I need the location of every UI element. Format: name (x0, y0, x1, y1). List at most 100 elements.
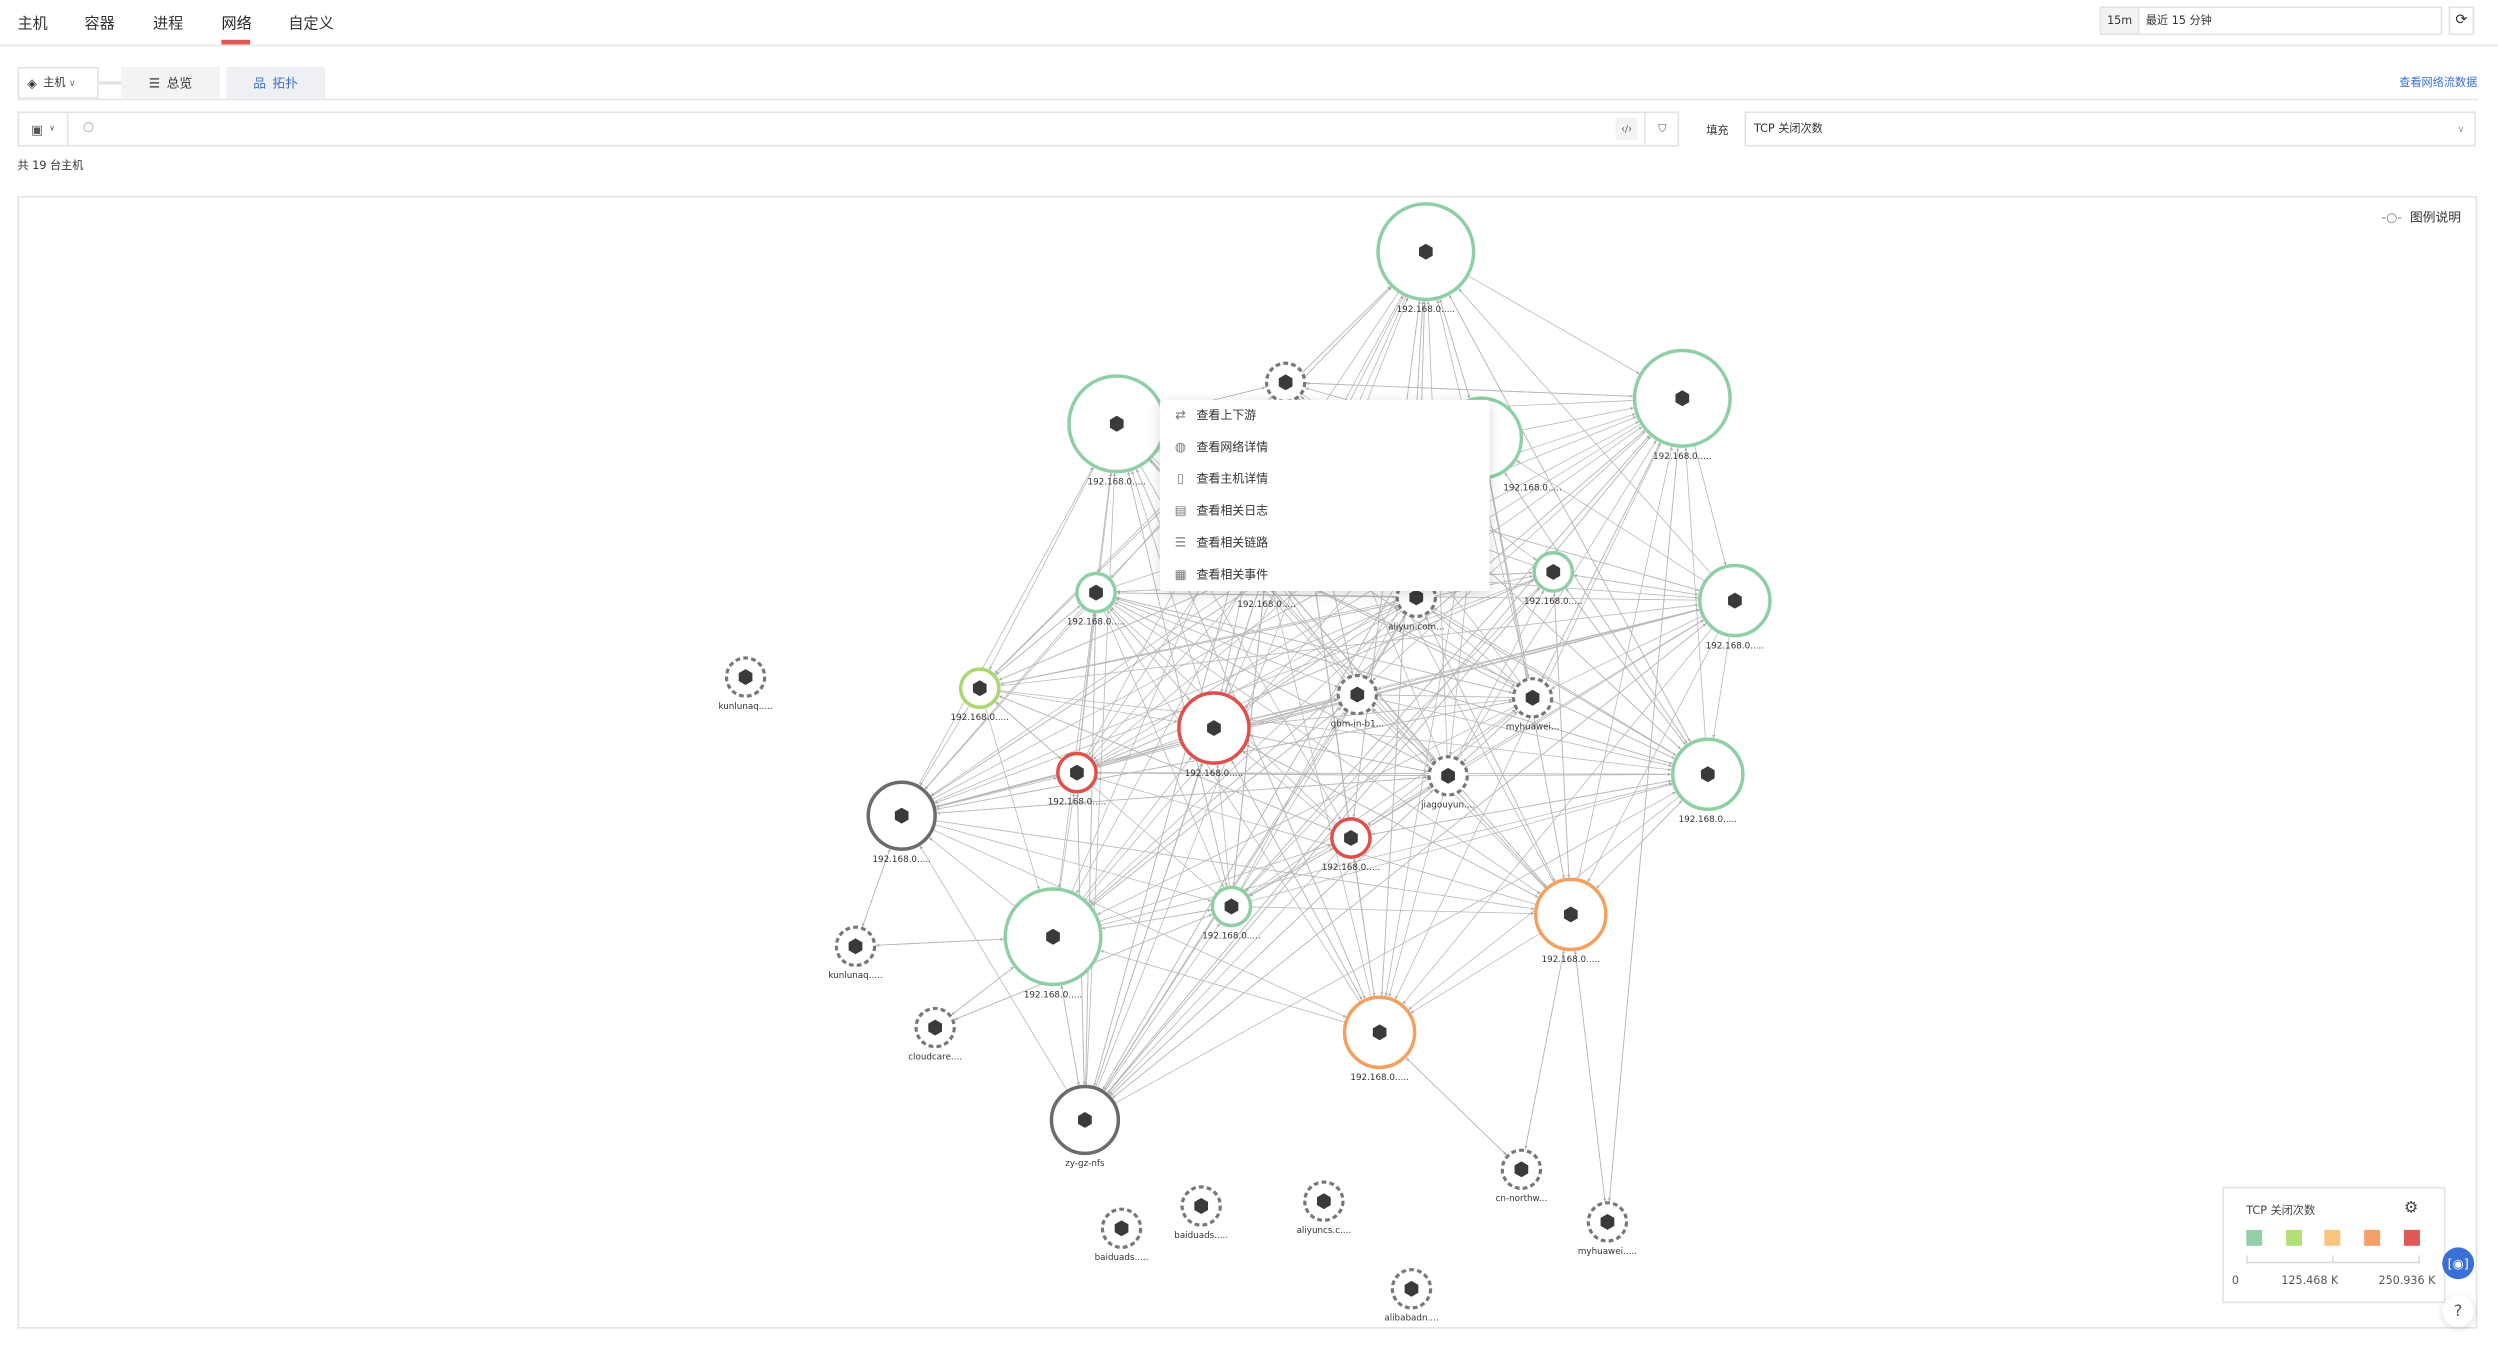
connection-edge[interactable] (1540, 442, 1661, 681)
connection-edge[interactable] (876, 938, 1006, 947)
connection-edge[interactable] (1086, 473, 1116, 1087)
connection-edge[interactable] (1240, 614, 1406, 891)
fill-metric-select[interactable]: TCP 关闭次数 ∨ (1744, 111, 2476, 147)
connection-edge[interactable] (1247, 698, 1338, 721)
connection-edge[interactable] (1059, 793, 1076, 890)
connection-edge[interactable] (930, 577, 1249, 797)
connection-edge[interactable] (934, 820, 1535, 911)
connection-edge[interactable] (919, 704, 971, 786)
connection-edge[interactable] (928, 837, 1016, 908)
connection-edge[interactable] (1388, 794, 1444, 998)
connection-edge[interactable] (1108, 851, 1339, 1095)
host-node[interactable]: gbm-in-b1... (1331, 673, 1384, 729)
connection-edge[interactable] (1439, 298, 1471, 401)
menu-item-related-events[interactable]: ▦查看相关事件 (1173, 559, 1268, 588)
connection-edge[interactable] (1573, 574, 1701, 596)
connection-edge[interactable] (1467, 772, 1672, 777)
connection-edge[interactable] (995, 701, 1218, 895)
connection-edge[interactable] (1524, 948, 1565, 1150)
host-node[interactable]: 192.168.0..... (1003, 887, 1103, 1000)
connection-edge[interactable] (1287, 575, 1516, 690)
host-node[interactable]: cloudcare.... (908, 1006, 962, 1062)
nav-tab-container[interactable]: 容器 (84, 15, 115, 34)
host-node[interactable]: alibabadn.... (1384, 1268, 1439, 1324)
connection-edge[interactable] (1587, 631, 1719, 883)
host-node[interactable] (1264, 361, 1307, 404)
legend-toggle[interactable]: -○-图例说明 (2382, 209, 2461, 227)
connection-edge[interactable] (1458, 288, 1712, 575)
nav-tab-network[interactable]: 网络 (221, 15, 252, 34)
connection-edge[interactable] (1404, 1056, 1507, 1156)
connection-edge[interactable] (935, 775, 1428, 814)
connection-edge[interactable] (1216, 764, 1230, 888)
connection-edge[interactable] (1245, 585, 1541, 892)
host-node[interactable]: myhuawei... (1506, 677, 1559, 733)
menu-item-network-details[interactable]: ◍查看网络详情 (1173, 432, 1268, 461)
host-node[interactable]: 192.168.0..... (1177, 691, 1251, 779)
connection-edge[interactable] (1100, 949, 1347, 1023)
connection-edge[interactable] (1488, 478, 1530, 680)
connection-edge[interactable] (998, 603, 1699, 687)
connection-edge[interactable] (933, 824, 1212, 902)
connection-edge[interactable] (1520, 406, 1634, 431)
connection-edge[interactable] (1247, 847, 1334, 898)
menu-item-related-logs[interactable]: ▤查看相关日志 (1173, 495, 1268, 524)
connection-edge[interactable] (1608, 445, 1679, 1202)
menu-item-host-details[interactable]: ▯查看主机详情 (1173, 464, 1268, 493)
connection-edge[interactable] (1375, 698, 1673, 767)
connection-edge[interactable] (1693, 444, 1727, 566)
host-node[interactable]: 192.168.0..... (866, 780, 937, 865)
connection-edge[interactable] (932, 829, 1347, 1018)
connection-edge[interactable] (1246, 709, 1516, 896)
connection-edge[interactable] (1504, 472, 1689, 746)
topology-canvas[interactable] (17, 195, 2478, 1329)
connection-edge[interactable] (1094, 762, 1203, 1089)
host-node[interactable]: 192.168.0..... (1322, 817, 1380, 873)
filter-button[interactable]: ⛉ (1644, 113, 1679, 145)
connection-edge[interactable] (998, 691, 1178, 723)
connection-edge[interactable] (919, 845, 1068, 1092)
connection-edge[interactable] (951, 965, 1016, 1016)
connection-edge[interactable] (1057, 611, 1095, 888)
connection-edge[interactable] (998, 695, 1334, 832)
host-node[interactable]: kunlunaq..... (828, 925, 883, 981)
connection-edge[interactable] (1103, 923, 1221, 1093)
host-node[interactable]: 192.168.0..... (1376, 202, 1476, 315)
connection-edge[interactable] (1100, 908, 1212, 930)
menu-item-related-traces[interactable]: ☰查看相关链路 (1173, 527, 1268, 556)
host-node[interactable]: 192.168.0..... (1202, 885, 1261, 941)
host-node[interactable]: 192.168.0..... (1671, 737, 1745, 825)
host-node[interactable]: jiagouyun.... (1420, 755, 1475, 811)
connection-edge[interactable] (1113, 791, 1676, 1105)
connection-edge[interactable] (1369, 779, 1672, 836)
connection-edge[interactable] (1081, 756, 1192, 900)
connection-edge[interactable] (984, 706, 1040, 890)
host-node[interactable]: 192.168.0..... (951, 667, 1009, 723)
host-node[interactable]: 192.168.0..... (1342, 995, 1417, 1083)
connection-edge[interactable] (998, 575, 1534, 685)
connection-edge[interactable] (1250, 906, 1535, 916)
connection-edge[interactable] (1352, 858, 1375, 998)
connection-edge[interactable] (861, 847, 891, 927)
connection-edge[interactable] (1106, 587, 1541, 1095)
connection-edge[interactable] (1109, 607, 1192, 702)
host-node[interactable]: 192.168.0..... (1632, 348, 1732, 462)
host-node[interactable]: 192.168.0..... (1067, 571, 1125, 628)
host-node[interactable]: cn-northw... (1496, 1148, 1548, 1204)
connection-edge[interactable] (1105, 436, 1652, 1095)
connection-edge[interactable] (1372, 430, 1648, 681)
connection-edge[interactable] (1371, 709, 1547, 890)
connection-edge[interactable] (1424, 615, 1556, 884)
connection-edge[interactable] (1467, 275, 1640, 375)
connection-edge[interactable] (1410, 932, 1542, 1014)
connection-edge[interactable] (1552, 592, 1570, 880)
connection-edge[interactable] (1577, 446, 1673, 881)
connection-edge[interactable] (1516, 460, 1706, 583)
connection-edge[interactable] (1595, 800, 1683, 890)
code-toggle-button[interactable]: ‹/› (1615, 117, 1638, 141)
screenshot-button[interactable]: [◉] (2442, 1247, 2475, 1280)
connection-edge[interactable] (1377, 608, 1701, 691)
connection-edge[interactable] (1574, 949, 1607, 1202)
connection-edge[interactable] (1078, 613, 1096, 754)
